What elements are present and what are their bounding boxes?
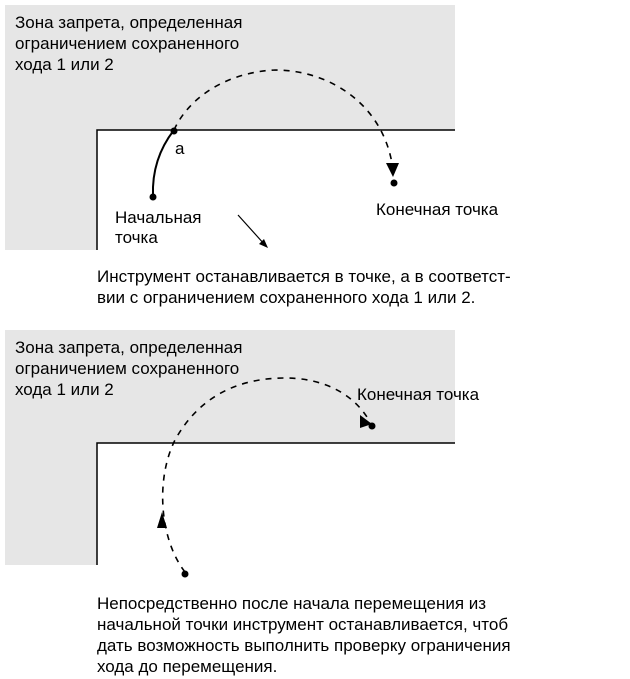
start-label-1-line-2: точка [115, 228, 158, 247]
zone-label-2-line-3: хода 1 или 2 [15, 380, 114, 399]
point-a-label: a [175, 139, 185, 158]
pointer-line-1 [237, 214, 266, 246]
actual-path-1 [151, 129, 175, 197]
caption-1: Инструмент останавливается в точке, а в … [97, 266, 511, 308]
zone-label-2-line-1: Зона запрета, определенная [15, 338, 243, 357]
path-arrow-1 [386, 163, 399, 177]
caption-1-line-1: Инструмент останавливается в точке, а в … [97, 267, 511, 286]
end-point-2 [368, 422, 376, 430]
zone-label-1: Зона запрета, определенная ограничением … [15, 12, 242, 75]
path-arrow-2a [157, 512, 167, 528]
caption-2-line-4: хода до перемещения. [97, 657, 278, 676]
caption-2-line-3: дать возможность выполнить проверку огра… [97, 636, 511, 655]
zone-label-2: Зона запрета, определенная ограничением … [15, 337, 242, 400]
zone-label-2-line-2: ограничением сохраненного [15, 359, 240, 378]
end-label-2: Конечная точка [357, 385, 480, 404]
caption-2: Непосредственно после начала перемещения… [97, 593, 511, 677]
zone-boundary-1 [96, 129, 455, 250]
forbidden-zone-2 [5, 330, 455, 565]
end-point-1 [390, 179, 398, 187]
start-point-1 [149, 193, 157, 201]
point-a [170, 127, 178, 135]
zone-label-1-line-1: Зона запрета, определенная [15, 13, 243, 32]
caption-1-line-2: вии с ограничением сохраненного хода 1 и… [97, 288, 476, 307]
caption-2-line-1: Непосредственно после начала перемещения… [97, 594, 487, 613]
pointer-arrow-1 [259, 239, 268, 248]
planned-path-1 [173, 69, 394, 171]
planned-path-2 [161, 377, 371, 573]
zone-label-1-line-2: ограничением сохраненного [15, 34, 240, 53]
start-point-2 [181, 570, 189, 578]
forbidden-zone-1 [5, 5, 455, 250]
end-label-1: Конечная точка [376, 200, 499, 219]
caption-2-line-2: начальной точки инструмент останавливает… [97, 615, 509, 634]
zone-boundary-2 [96, 442, 455, 565]
start-label-1-line-1: Начальная [115, 208, 202, 227]
zone-label-1-line-3: хода 1 или 2 [15, 55, 114, 74]
start-label-1: Начальная точка [115, 208, 202, 248]
